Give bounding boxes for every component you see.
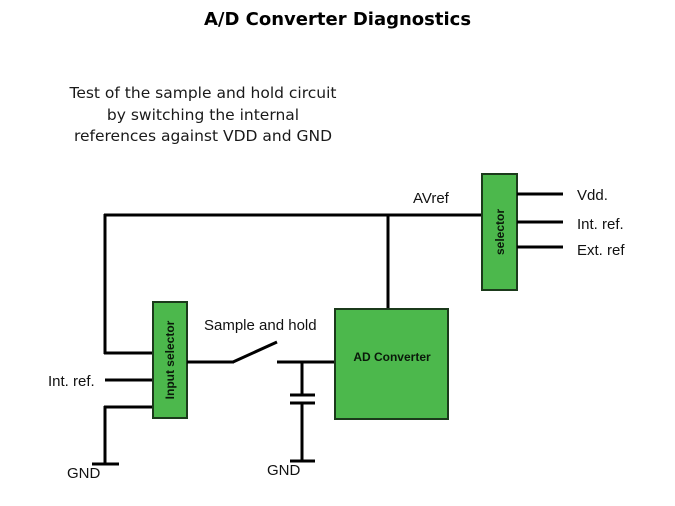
switch-icon bbox=[232, 340, 278, 364]
selector-block bbox=[481, 173, 518, 291]
subtitle: Test of the sample and hold circuit by s… bbox=[28, 83, 378, 148]
selector-block-label: selector bbox=[493, 209, 507, 255]
input-int-ref-label: Int. ref. bbox=[48, 373, 95, 390]
gnd-left-label: GND bbox=[67, 465, 101, 482]
int-ref-label: Int. ref. bbox=[577, 216, 624, 233]
gnd-cap-label: GND bbox=[267, 462, 301, 479]
ad-converter-block bbox=[334, 308, 449, 420]
ad-converter-label: AD Converter bbox=[353, 350, 431, 364]
vdd-label: Vdd. bbox=[577, 187, 608, 204]
input-selector-block-label: Input selector bbox=[163, 320, 177, 399]
avref-label: AVref bbox=[413, 190, 450, 207]
subtitle-line: Test of the sample and hold circuit bbox=[69, 84, 337, 102]
ext-ref-label: Ext. ref bbox=[577, 242, 625, 259]
page-title: A/D Converter Diagnostics bbox=[203, 9, 472, 30]
subtitle-line: by switching the internal bbox=[106, 105, 300, 124]
sample-and-hold-label: Sample and hold bbox=[204, 317, 317, 334]
input-selector-block bbox=[152, 301, 188, 419]
subtitle-line: references against VDD and GND bbox=[73, 127, 333, 145]
